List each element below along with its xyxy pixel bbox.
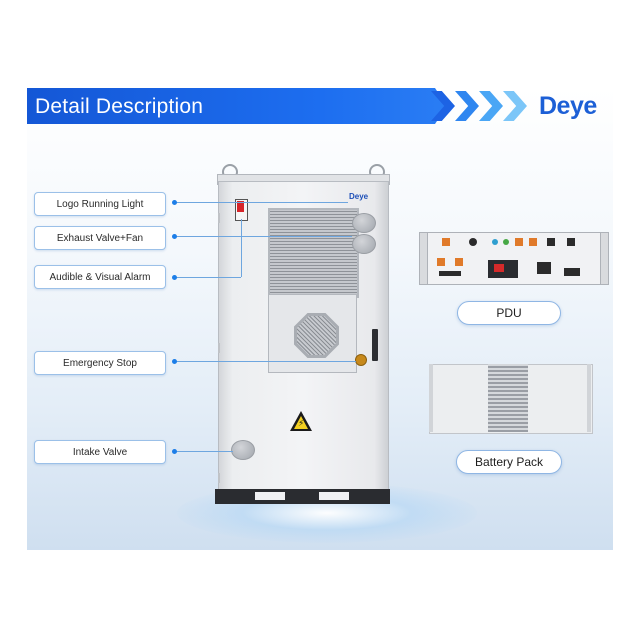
callout-label: Intake Valve — [72, 446, 128, 458]
leader-line — [175, 361, 356, 362]
leader-line — [175, 202, 348, 203]
leader-dot — [172, 449, 177, 454]
pdu-port — [503, 239, 509, 245]
pdu-port — [455, 258, 463, 266]
pdu-port — [442, 238, 450, 246]
battery-edge — [587, 364, 591, 432]
header-banner: Detail Description — [27, 88, 447, 124]
pdu-label: PDU — [457, 301, 561, 325]
page-title: Detail Description — [35, 95, 204, 118]
exhaust-valve — [352, 234, 376, 254]
exhaust-grille — [268, 208, 359, 298]
callout-audible-visual-alarm: Audible & Visual Alarm — [34, 265, 166, 289]
fan-icon — [297, 316, 336, 355]
pdu-port — [564, 268, 580, 276]
exhaust-valve — [352, 213, 376, 233]
pdu-port — [515, 238, 523, 246]
pdu-port — [567, 238, 575, 246]
callout-label: Audible & Visual Alarm — [49, 271, 151, 283]
pdu-port — [547, 238, 555, 246]
callout-logo-running-light: Logo Running Light — [34, 192, 166, 216]
alarm-lamp — [237, 201, 244, 212]
leader-dot — [172, 359, 177, 364]
leader-dot — [172, 275, 177, 280]
pdu-port — [529, 238, 537, 246]
cabinet-base — [215, 489, 390, 504]
leader-dot — [172, 234, 177, 239]
pdu-port — [492, 239, 498, 245]
detail-panel: Detail Description Deye Deye ⚡ Logo Runn… — [27, 88, 613, 550]
cabinet-logo: Deye — [349, 192, 369, 201]
door-handle — [372, 329, 378, 361]
chevron-right-icon — [479, 91, 503, 121]
emergency-stop-button — [355, 354, 367, 366]
callout-exhaust-valve-fan: Exhaust Valve+Fan — [34, 226, 166, 250]
callout-emergency-stop: Emergency Stop — [34, 351, 166, 375]
intake-valve — [231, 440, 255, 460]
lightning-icon: ⚡ — [298, 418, 305, 428]
pdu-port — [439, 271, 461, 276]
battery-pack-label: Battery Pack — [456, 450, 562, 474]
pdu-port — [469, 238, 477, 246]
leader-line — [175, 236, 352, 237]
callout-label: Emergency Stop — [63, 357, 137, 369]
cabinet-hinge — [218, 473, 220, 483]
leader-line — [175, 451, 233, 452]
chevron-right-icon — [503, 91, 527, 121]
callout-label: Exhaust Valve+Fan — [56, 232, 144, 244]
leader-line — [175, 277, 241, 278]
battery-vent — [488, 364, 528, 432]
forklift-slot — [255, 492, 285, 500]
callout-intake-valve: Intake Valve — [34, 440, 166, 464]
battery-edge — [429, 364, 433, 432]
pdu-breaker-toggle — [494, 264, 504, 272]
cabinet-hinge — [218, 343, 220, 353]
leader-dot — [172, 200, 177, 205]
leader-line — [241, 219, 242, 277]
cabinet-hinge — [218, 213, 220, 223]
forklift-slot — [319, 492, 349, 500]
pdu-port — [537, 262, 551, 274]
pdu-port — [437, 258, 445, 266]
callout-label: Logo Running Light — [56, 198, 144, 210]
chevron-right-icon — [455, 91, 479, 121]
brand-logo: Deye — [539, 92, 597, 120]
